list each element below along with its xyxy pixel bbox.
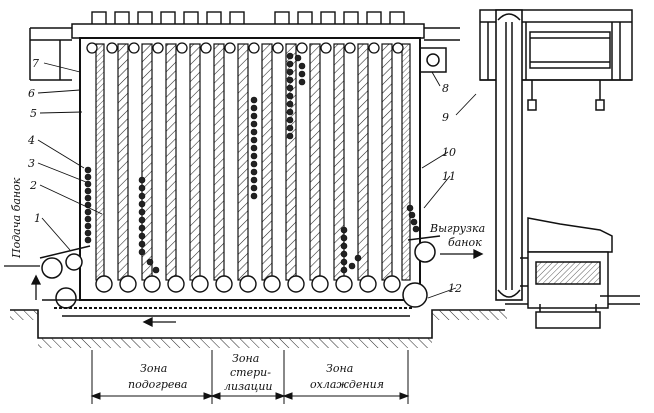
callout-6: 6: [28, 87, 35, 100]
zone-steril-line1: Зона: [232, 352, 259, 365]
cans: [84, 52, 420, 274]
zone-cooling-line1: Зона: [326, 362, 353, 375]
callout-10: 10: [442, 146, 456, 159]
zone-cooling: Зона охлаждения: [310, 362, 384, 391]
callout-11: 11: [442, 170, 456, 183]
zone-dimensions: [90, 350, 410, 404]
feed-rollers: [39, 245, 92, 309]
unload-label-line1: Выгрузка: [429, 222, 485, 235]
unload-rollers: [402, 235, 441, 308]
callout-9: 9: [442, 111, 449, 124]
callout-5: 5: [30, 107, 37, 120]
callout-7: 7: [32, 57, 39, 70]
callout-3: 3: [28, 157, 35, 170]
feed-label: Подача банок: [10, 177, 23, 259]
bottom-sprockets: [95, 275, 401, 293]
return-arrow: [142, 316, 176, 328]
zone-steril-line3: лизации: [224, 380, 273, 393]
top-sprockets: [86, 42, 404, 54]
chambers: [95, 43, 411, 281]
elevator-assembly: [479, 9, 633, 301]
callout-4: 4: [27, 134, 35, 147]
callout-8: 8: [442, 82, 449, 95]
zone-heating: Зона подогрева: [128, 362, 187, 391]
zone-heating-line1: Зона: [140, 362, 167, 375]
zone-sterilization: Зона стери- лизации: [224, 352, 273, 393]
tank-body: [79, 37, 421, 301]
drive-unit: [520, 217, 640, 329]
zone-steril-line2: стери-: [230, 366, 271, 379]
callout-numbers: 7 6 5 4 3 2 1 8 9 10 11 12: [27, 57, 462, 295]
callout-12: 12: [448, 282, 462, 295]
zone-heating-line2: подогрева: [128, 378, 187, 391]
callout-2: 2: [29, 179, 37, 192]
unload-label: Выгрузка банок: [429, 222, 485, 249]
bottom-chain: [54, 307, 414, 317]
unload-label-line2: банок: [448, 236, 482, 249]
unload-arrow: [440, 248, 484, 260]
zone-cooling-line2: охлаждения: [310, 378, 384, 391]
callout-1: 1: [34, 212, 41, 225]
leader-lines: [37, 62, 477, 299]
feed-arrow: [4, 265, 42, 300]
